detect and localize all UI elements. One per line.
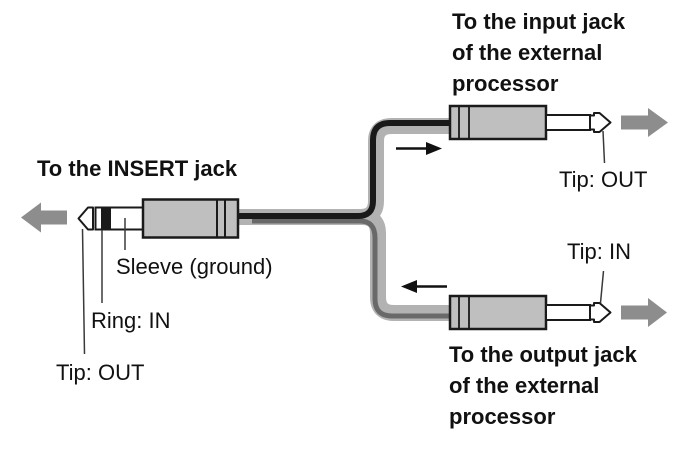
trs-plug-insert	[77, 198, 240, 239]
direction-arrow-left-icon	[21, 202, 67, 233]
tip-output-label: Tip: IN	[567, 239, 631, 264]
trs-ring-segment	[94, 206, 103, 231]
input-jack-label-line3: processor	[452, 71, 559, 96]
sleeve-label: Sleeve (ground)	[116, 254, 273, 279]
trs-plug-body	[141, 198, 240, 239]
tip-insert-leader-line	[81, 228, 86, 355]
input-jack-label: To the input jack of the external proces…	[452, 6, 625, 99]
ts-plug-body	[448, 294, 548, 331]
cable-core-send-wire	[238, 120, 452, 219]
flow-arrow-right-icon	[396, 142, 442, 155]
ts-plug-body	[448, 104, 548, 141]
output-jack-label-line3: processor	[449, 404, 556, 429]
insert-jack-label: To the INSERT jack	[37, 156, 238, 181]
trs-insulator-band	[102, 206, 110, 231]
ts-tip	[589, 302, 612, 323]
cable-core-return-wire	[252, 218, 452, 319]
output-jack-label-line1: To the output jack	[449, 342, 637, 367]
tip-output-leader-line	[599, 270, 605, 304]
input-jack-label-line2: of the external	[452, 40, 603, 65]
ts-plug-output	[448, 294, 612, 331]
trs-tip	[77, 206, 94, 231]
ts-plug-input	[448, 104, 612, 141]
direction-arrow-right-top-icon	[621, 108, 668, 137]
trs-sleeve-segment	[109, 206, 144, 231]
ring-label: Ring: IN	[91, 308, 171, 333]
tip-input-leader-line	[602, 130, 606, 164]
tip-insert-label: Tip: OUT	[56, 360, 145, 385]
tip-input-label: Tip: OUT	[559, 167, 648, 192]
output-jack-label-line2: of the external	[449, 373, 600, 398]
ts-sleeve-segment	[545, 114, 591, 131]
ts-sleeve-segment	[545, 304, 591, 321]
cable-upper-branch	[238, 118, 452, 225]
ts-tip	[589, 112, 612, 133]
flow-arrow-left-icon	[401, 280, 447, 293]
output-jack-label: To the output jack of the external proce…	[449, 339, 637, 432]
input-jack-label-line1: To the input jack	[452, 9, 626, 34]
direction-arrow-right-bottom-icon	[621, 298, 667, 327]
